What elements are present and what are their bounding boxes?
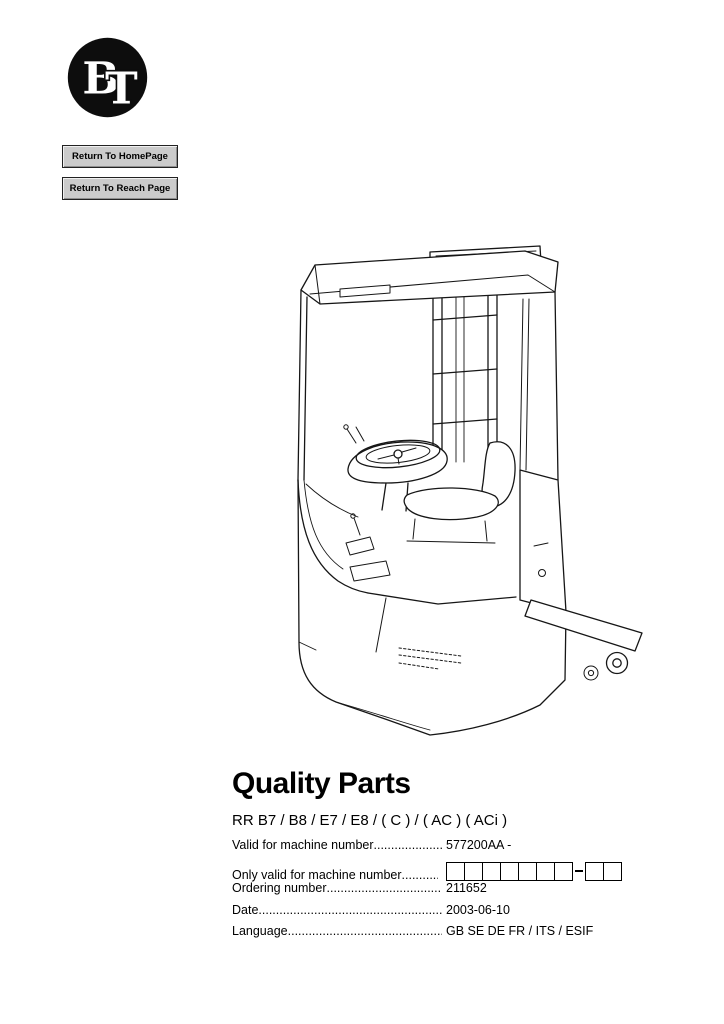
- cab-body: [297, 479, 387, 653]
- leader-dots: ........................................…: [326, 881, 443, 895]
- chassis: [297, 479, 567, 736]
- machine-number-boxes: [438, 861, 706, 881]
- field-label: Language: [232, 924, 288, 938]
- battery-compartment: [519, 469, 567, 613]
- field-row-valid-machine-number: Valid for machine number ...............…: [232, 838, 706, 860]
- operator-seat: [403, 441, 516, 544]
- model-subtitle: RR B7 / B8 / E7 / E8 / ( C ) / ( AC ) ( …: [232, 812, 508, 829]
- machine-fields: Valid for machine number ...............…: [232, 838, 706, 946]
- return-home-button[interactable]: Return To HomePage: [62, 145, 178, 168]
- leader-dots: ........................................…: [401, 867, 438, 882]
- field-label: Valid for machine number: [232, 838, 374, 852]
- field-row-only-valid-machine-number: Only valid for machine number ..........…: [232, 860, 706, 882]
- info-block: Quality Parts RR B7 / B8 / E7 / E8 / ( C…: [232, 769, 706, 946]
- serial-box-cell: [603, 861, 622, 881]
- return-reach-button[interactable]: Return To Reach Page: [62, 177, 178, 200]
- forklift-illustration: [286, 242, 654, 744]
- logo-letter-b: B: [82, 54, 119, 105]
- field-label: Date: [232, 902, 259, 917]
- logo-letter-t: T: [105, 63, 138, 114]
- serial-box-cell: [500, 861, 519, 881]
- field-value: GB SE DE FR / ITS / ESIF: [446, 924, 594, 938]
- cab-pillars: [297, 289, 559, 481]
- field-value: 2003-06-10: [446, 902, 510, 917]
- fork-leg: [524, 599, 643, 681]
- field-row-language: Language ...............................…: [232, 924, 706, 946]
- field-label: Only valid for machine number: [232, 867, 402, 882]
- serial-box-cell: [446, 861, 465, 881]
- leader-dots: ........................................…: [287, 924, 442, 938]
- floor-controls: [345, 513, 391, 582]
- field-row-date: Date ...................................…: [232, 903, 706, 925]
- serial-box-cell: [464, 861, 483, 881]
- page-title: Quality Parts: [232, 767, 411, 800]
- leader-dots: ........................................…: [258, 902, 442, 917]
- field-value: 577200AA -: [446, 838, 512, 852]
- serial-box-cell: [536, 861, 555, 881]
- field-label: Ordering number: [232, 881, 327, 895]
- box-group-dash: [575, 870, 583, 872]
- field-row-ordering-number: Ordering number ........................…: [232, 881, 706, 903]
- serial-box-cell: [518, 861, 537, 881]
- overhead-guard: [300, 250, 559, 305]
- serial-box-cell: [482, 861, 501, 881]
- field-value: 211652: [446, 881, 487, 895]
- steering-console: [343, 424, 448, 512]
- logo-circle: [67, 37, 148, 118]
- serial-box-cell: [554, 861, 573, 881]
- bt-logo: B T: [67, 37, 148, 118]
- serial-box-cell: [585, 861, 604, 881]
- leader-dots: ........................................…: [373, 838, 442, 852]
